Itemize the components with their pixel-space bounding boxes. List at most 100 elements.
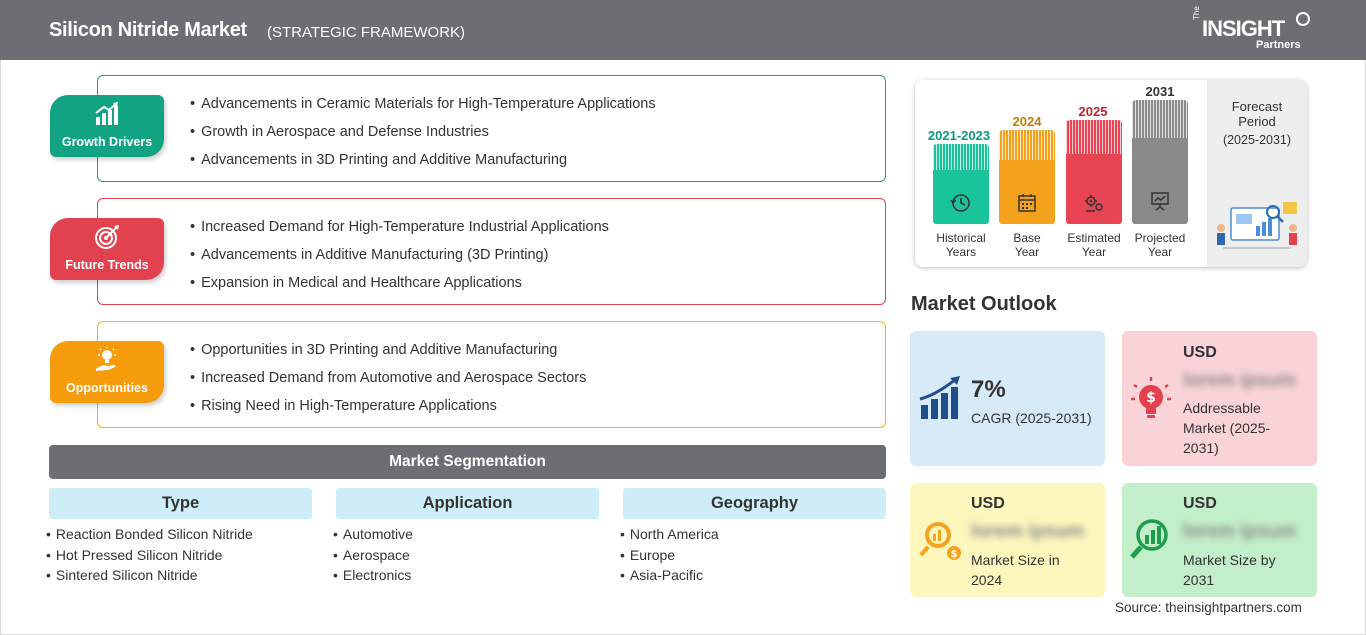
- cagr-value: 7%: [971, 376, 1006, 403]
- future-trends-list: Increased Demand for High-Temperature In…: [190, 219, 609, 303]
- insight-partners-logo[interactable]: The INSIGHT Partners: [1190, 6, 1310, 54]
- logo-main-text: INSIGHT: [1202, 16, 1285, 41]
- badge-label: Growth Drivers: [61, 135, 153, 149]
- forecast-period-panel: Forecast Period (2025-2031): [1207, 80, 1307, 267]
- svg-text:$: $: [951, 549, 958, 560]
- size-2024-value: lorem ipsum: [971, 521, 1084, 542]
- bar-base: [999, 130, 1055, 224]
- growth-chart-icon: [919, 376, 960, 419]
- size-2031-label: Market Size by 2031: [1183, 552, 1276, 588]
- addressable-label: Addressable Market (2025-2031): [1183, 400, 1271, 456]
- caption-line: Base: [1013, 231, 1041, 245]
- segment-head-application: Application: [336, 488, 599, 519]
- page-subtitle: (STRATEGIC FRAMEWORK): [267, 24, 466, 41]
- market-segmentation-bar: Market Segmentation: [49, 445, 886, 479]
- caption-line: Estimated: [1067, 231, 1121, 245]
- list-item: Advancements in Additive Manufacturing (…: [190, 247, 609, 275]
- caption-line: Historical: [936, 231, 986, 245]
- year-label-estimated: 2025: [1078, 104, 1108, 119]
- list-item: Asia-Pacific: [620, 567, 719, 588]
- caption-line: Year: [1081, 245, 1107, 259]
- history-icon: [950, 194, 970, 212]
- target-icon: [95, 225, 119, 249]
- bulb-dollar-icon: $: [1131, 377, 1171, 418]
- segment-list-type: Reaction Bonded Silicon Nitride Hot Pres…: [46, 526, 253, 588]
- bar-caption-projected: Projected Year: [1122, 231, 1198, 259]
- segment-head-geography: Geography: [623, 488, 886, 519]
- list-item: Increased Demand from Automotive and Aer…: [190, 370, 586, 398]
- forecast-title-line: Forecast: [1231, 99, 1283, 114]
- svg-text:$: $: [1146, 390, 1156, 406]
- forecast-title: Forecast Period: [1207, 99, 1307, 129]
- size-2031-value: lorem ipsum: [1183, 521, 1296, 542]
- growth-drivers-list: Advancements in Ceramic Materials for Hi…: [190, 96, 656, 180]
- page-title: Silicon Nitride Market: [49, 19, 247, 41]
- list-item: Growth in Aerospace and Defense Industri…: [190, 124, 656, 152]
- magnifier-dollar-icon: $: [919, 522, 961, 560]
- opportunities-box: Opportunities in 3D Printing and Additiv…: [97, 321, 886, 428]
- year-label-base: 2024: [1012, 114, 1042, 129]
- forecast-years: (2025-2031): [1222, 133, 1292, 147]
- list-item: Automotive: [333, 526, 413, 547]
- opportunities-badge: Opportunities: [50, 341, 164, 403]
- logo-ring-icon: [1296, 12, 1310, 26]
- size-2031-currency: USD: [1183, 495, 1217, 512]
- caption-line: Years: [945, 245, 977, 259]
- bar-chart-icon: [95, 102, 118, 125]
- source-text: Source: theinsightpartners.com: [1115, 600, 1302, 615]
- bar-caption-historical: Historical Years: [923, 231, 999, 259]
- bar-caption-base: Base Year: [989, 231, 1065, 259]
- presentation-icon: [1151, 192, 1169, 211]
- list-item: Advancements in 3D Printing and Additive…: [190, 152, 656, 180]
- caption-line: Year: [1147, 245, 1173, 259]
- list-item: Electronics: [333, 567, 413, 588]
- list-item: Reaction Bonded Silicon Nitride: [46, 526, 253, 547]
- bar-projected: [1132, 100, 1188, 224]
- logo-the-text: The: [1192, 6, 1201, 20]
- badge-label: Future Trends: [65, 258, 149, 272]
- segment-list-application: Automotive Aerospace Electronics: [333, 526, 413, 588]
- market-size-2024-card: $ USD lorem ipsum Market Size in 2024: [910, 483, 1105, 597]
- list-item: Hot Pressed Silicon Nitride: [46, 547, 253, 568]
- size-2024-currency: USD: [971, 495, 1005, 512]
- cagr-card: 7% CAGR (2025-2031): [910, 331, 1105, 466]
- future-trends-box: Increased Demand for High-Temperature In…: [97, 198, 886, 305]
- segment-list-geography: North America Europe Asia-Pacific: [620, 526, 719, 588]
- market-size-2031-card: USD lorem ipsum Market Size by 2031: [1122, 483, 1317, 597]
- analyst-illustration-icon: [1217, 202, 1297, 249]
- cagr-label: CAGR (2025-2031): [971, 410, 1092, 426]
- growth-drivers-box: Advancements in Ceramic Materials for Hi…: [97, 75, 886, 182]
- list-item: North America: [620, 526, 719, 547]
- opportunities-list: Opportunities in 3D Printing and Additiv…: [190, 342, 586, 426]
- year-label-historical: 2021-2023: [927, 128, 991, 143]
- segment-head-type: Type: [49, 488, 312, 519]
- timeline-card: 2021-2023 Historical Years 2024 Base Yea…: [915, 80, 1307, 267]
- logo-partners-text: Partners: [1256, 39, 1301, 51]
- addressable-value: lorem ipsum: [1183, 370, 1296, 391]
- addressable-market-card: $ USD lorem ipsum Addressable Market (20…: [1122, 331, 1317, 466]
- year-label-projected: 2031: [1145, 84, 1175, 99]
- bar-historical: [933, 144, 989, 224]
- growth-drivers-badge: Growth Drivers: [50, 95, 164, 157]
- list-item: Advancements in Ceramic Materials for Hi…: [190, 96, 656, 124]
- bar-caption-estimated: Estimated Year: [1056, 231, 1132, 259]
- caption-line: Projected: [1134, 231, 1186, 245]
- market-outlook-title: Market Outlook: [911, 293, 1057, 315]
- caption-line: Year: [1014, 245, 1040, 259]
- list-item: Europe: [620, 547, 719, 568]
- bar-estimated: [1066, 120, 1122, 224]
- calendar-icon: [1018, 194, 1036, 212]
- magnifier-chart-icon: [1130, 519, 1168, 559]
- forecast-title-line: Period: [1238, 114, 1276, 129]
- list-item: Increased Demand for High-Temperature In…: [190, 219, 609, 247]
- lightbulb-hand-icon: [96, 347, 116, 371]
- badge-label: Opportunities: [66, 381, 148, 395]
- list-item: Aerospace: [333, 547, 413, 568]
- gears-icon: [1085, 195, 1103, 212]
- header-bar: Silicon Nitride Market (STRATEGIC FRAMEW…: [0, 0, 1366, 60]
- list-item: Rising Need in High-Temperature Applicat…: [190, 398, 586, 426]
- list-item: Expansion in Medical and Healthcare Appl…: [190, 275, 609, 303]
- list-item: Sintered Silicon Nitride: [46, 567, 253, 588]
- future-trends-badge: Future Trends: [50, 218, 164, 280]
- list-item: Opportunities in 3D Printing and Additiv…: [190, 342, 586, 370]
